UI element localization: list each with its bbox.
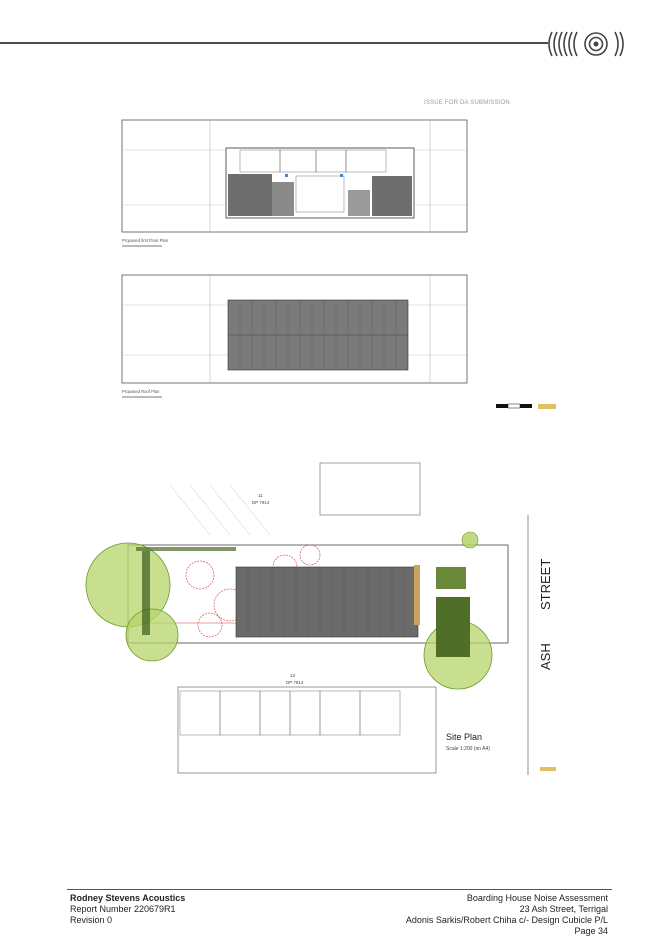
- architectural-plans-upper: Proposed first Floor Plan Proposed Roof …: [121, 119, 556, 409]
- site-plan-title: Site Plan: [446, 732, 482, 742]
- first-floor-plan-title: Proposed first Floor Plan: [122, 238, 169, 243]
- roof-plan: Proposed Roof Plan: [121, 274, 468, 398]
- street-name-ash: ASH: [538, 643, 553, 670]
- lot-upper-dp: DP 7914: [252, 500, 270, 505]
- footer-rule: [67, 889, 612, 890]
- header-rule: [0, 42, 548, 44]
- page-number: Page 34: [574, 926, 608, 936]
- revision: Revision 0: [70, 915, 113, 925]
- site-plan: 11 DP 7914: [85, 462, 556, 775]
- street-name-street: STREET: [538, 559, 553, 610]
- report-number: Report Number 220679R1: [70, 904, 176, 914]
- first-floor-plan: Proposed first Floor Plan: [121, 119, 468, 247]
- roof-plan-title: Proposed Roof Plan: [122, 389, 160, 394]
- lot-upper-number: 11: [258, 493, 263, 498]
- soundwave-rings-icon: [548, 31, 624, 57]
- client-name: Adonis Sarkis/Robert Chiha c/- Design Cu…: [405, 915, 608, 925]
- lot-lower-number: 13: [290, 673, 296, 678]
- site-plan-scale: Scale 1:200 (on A4): [446, 746, 490, 752]
- issue-stamp: ISSUE FOR DA SUBMISSION: [424, 100, 510, 106]
- building-footprint: [235, 566, 419, 638]
- footer-right: Boarding House Noise Assessment 23 Ash S…: [406, 893, 608, 937]
- company-name: Rodney Stevens Acoustics: [70, 893, 186, 903]
- footer-left: Rodney Stevens Acoustics Report Number 2…: [70, 893, 185, 926]
- document-title: Boarding House Noise Assessment: [466, 893, 608, 903]
- scale-bar: [496, 403, 556, 409]
- site-address: 23 Ash Street, Terrigal: [519, 904, 608, 914]
- lot-lower-dp: DP 7914: [286, 680, 304, 685]
